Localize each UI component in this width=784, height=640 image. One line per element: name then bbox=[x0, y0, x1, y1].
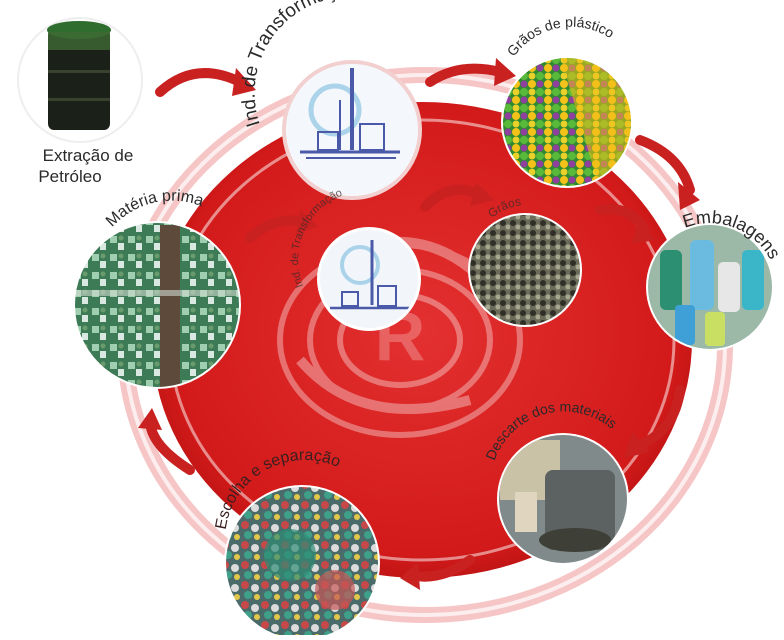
disposal-node bbox=[497, 433, 629, 565]
grains-inner-node bbox=[468, 213, 582, 327]
arrow-grains-to-packaging-icon bbox=[635, 135, 695, 195]
plastic-grains-label: Grãos de plástico bbox=[504, 14, 618, 59]
packaging-node bbox=[646, 223, 774, 351]
factory-icon bbox=[300, 68, 400, 159]
industry-outer-node bbox=[282, 60, 422, 200]
raw-material-node bbox=[73, 221, 241, 389]
factory-icon bbox=[330, 240, 410, 310]
sorting-node bbox=[224, 485, 380, 640]
arrow-industry-to-grains-icon bbox=[425, 63, 505, 87]
arrow-packaging-to-disposal-icon bbox=[635, 385, 685, 450]
arrow-heads bbox=[138, 58, 700, 590]
plastic-grains-node bbox=[501, 56, 633, 188]
arrow-extraction-to-industry-icon bbox=[155, 68, 245, 97]
petroleum-barrel-icon bbox=[17, 17, 143, 143]
industry-inner-node bbox=[317, 227, 421, 331]
extraction-label-line1: Extração de bbox=[43, 146, 134, 165]
extraction-label-line2: Petróleo bbox=[38, 167, 101, 186]
